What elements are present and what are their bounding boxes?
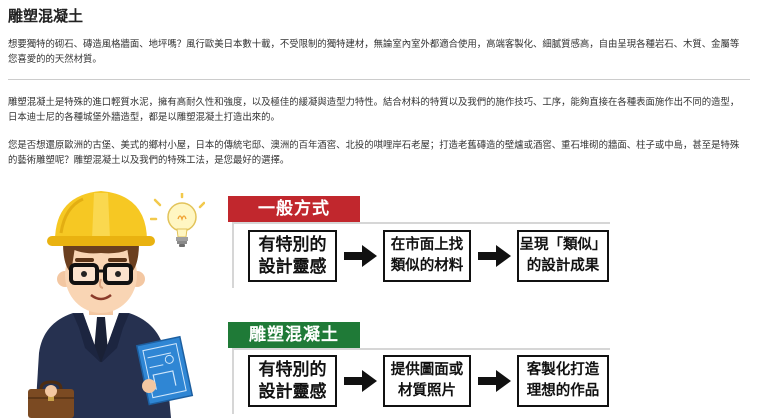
step-text-line: 材質照片 [398, 383, 456, 399]
right-arrow-icon [344, 245, 377, 267]
intro-line: 您喜愛的的天然材質。 [8, 54, 102, 65]
worker-illustration [28, 191, 194, 418]
right-arrow-icon [478, 245, 511, 267]
worker-bangs [67, 245, 135, 254]
step-text-line: 客製化打造 [526, 362, 600, 378]
step-text-line: 提供圖面或 [390, 362, 464, 378]
step-text-line: 在市面上找 [390, 237, 464, 253]
step-text-line: 設計靈感 [258, 382, 327, 402]
step-text-line: 設計靈感 [258, 257, 327, 277]
worker-eyebrow-left [75, 258, 94, 262]
light-bulb-icon [150, 193, 205, 247]
worker-mouth [90, 293, 112, 301]
sculpted-flow-bracket [232, 348, 610, 414]
invitation-paragraph: 您是否想還原歐洲的古堡、美式的鄉村小屋，日本的傳統宅邸、澳洲的百年酒窖、北投的唭… [8, 138, 756, 168]
intro-line: 想要獨特的砌石、磚造風格牆面、地坪嗎？風行歐美日本數十載，不受限制的獨特建材，無… [8, 39, 740, 50]
flow-step: 呈現「類似」 的設計成果 [517, 230, 609, 282]
hard-hat-brim [47, 236, 155, 246]
hard-hat-ridge [92, 193, 110, 239]
worker-tie [94, 317, 108, 363]
flow-step: 客製化打造 理想的作品 [517, 355, 609, 407]
flow-step: 有特別的 設計靈感 [248, 355, 337, 407]
right-arrow-icon [478, 370, 511, 392]
step-text-line: 的設計成果 [526, 258, 600, 274]
description-line: 雕塑混凝土是特殊的進口輕質水泥，擁有高耐久性和強度，以及極佳的緩凝與造型力特性。… [8, 97, 740, 108]
conventional-flow-bracket [232, 222, 610, 288]
page-title: 雕塑混凝土 [8, 7, 84, 25]
step-text-line: 有特別的 [258, 360, 327, 380]
right-arrow-icon [344, 370, 377, 392]
conventional-method-label: 一般方式 [228, 196, 360, 222]
flow-step: 有特別的 設計靈感 [248, 230, 337, 282]
sculpted-concrete-label: 雕塑混凝土 [228, 322, 360, 348]
step-text-line: 理想的作品 [526, 383, 600, 399]
worker-lapel-left [73, 313, 101, 363]
worker-hand-left [45, 385, 57, 397]
worker-eye-right [115, 271, 121, 277]
worker-nose [98, 278, 104, 289]
worker-face [65, 237, 137, 313]
flow-step: 在市面上找 類似的材料 [383, 230, 471, 282]
step-text-line: 類似的材料 [390, 258, 464, 274]
intro-paragraph: 想要獨特的砌石、磚造風格牆面、地坪嗎？風行歐美日本數十載，不受限制的獨特建材，無… [8, 37, 756, 67]
divider [8, 79, 750, 80]
invitation-line: 的藝術雕塑呢？雕塑混凝土以及我們的特殊工法，是您最好的選擇。 [8, 155, 290, 166]
worker-eye-left [81, 271, 87, 277]
invitation-line: 您是否想還原歐洲的古堡、美式的鄉村小屋，日本的傳統宅邸、澳洲的百年酒窖、北投的唭… [8, 140, 740, 151]
description-paragraph: 雕塑混凝土是特殊的進口輕質水泥，擁有高耐久性和強度，以及極佳的緩凝與造型力特性。… [8, 95, 756, 125]
step-text-line: 有特別的 [258, 235, 327, 255]
worker-eyebrow-right [108, 258, 127, 262]
briefcase-icon [28, 380, 74, 418]
hard-hat-shade [59, 197, 84, 234]
worker-hand-right [142, 379, 156, 393]
worker-lapel-right [101, 313, 129, 363]
description-line: 日本迪士尼的各種城堡外牆造型，都是以雕塑混凝土打造出來的。 [8, 112, 280, 123]
step-text-line: 呈現「類似」 [519, 237, 607, 253]
flow-step: 提供圖面或 材質照片 [383, 355, 471, 407]
